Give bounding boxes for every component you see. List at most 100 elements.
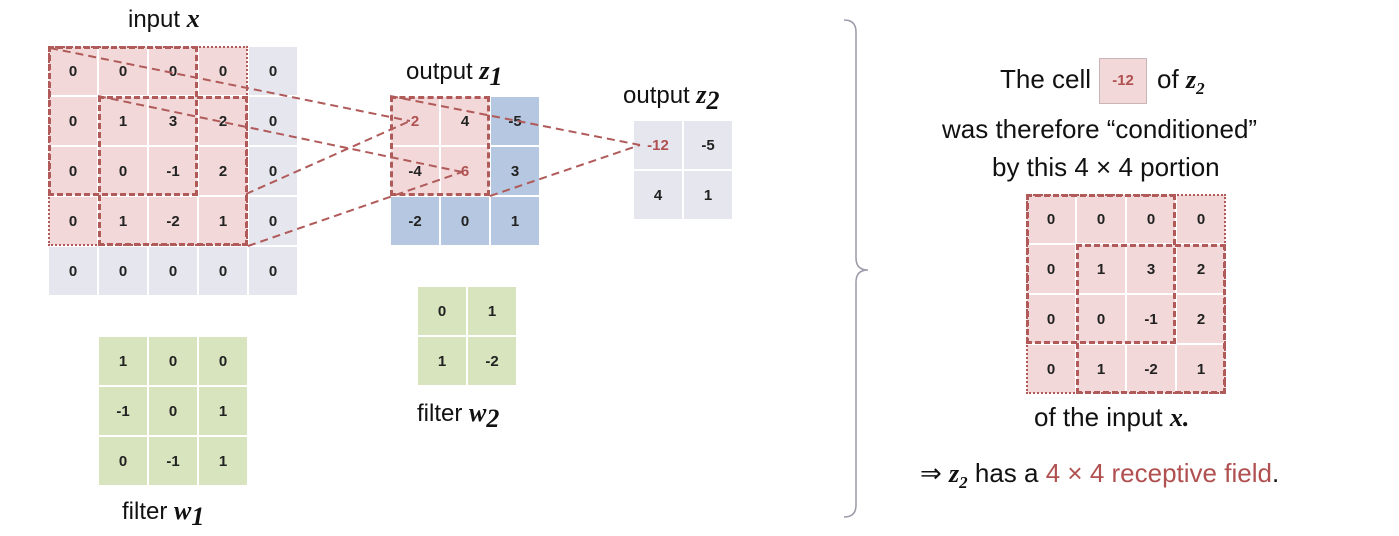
input-cell: 0 — [148, 246, 198, 296]
conclusion-accent: 4 × 4 receptive field — [1045, 458, 1272, 488]
filter2-cell: 1 — [467, 286, 517, 336]
explanation-line3-text: by this 4 × 4 portion — [992, 152, 1220, 182]
connector-line — [247, 171, 463, 247]
portion-cell: 0 — [1126, 194, 1176, 244]
connector-line — [389, 95, 641, 146]
input-cell: 0 — [198, 246, 248, 296]
output1-label-sub: 1 — [489, 61, 503, 91]
conclusion: ⇒ z2 has a 4 × 4 receptive field. — [920, 458, 1279, 493]
portion-cell: 3 — [1126, 244, 1176, 294]
output2-cell: -5 — [683, 120, 733, 170]
input-cell: 0 — [248, 146, 298, 196]
portion-cell: 2 — [1176, 244, 1226, 294]
filter1-cell: 0 — [148, 336, 198, 386]
output1-cell: -5 — [490, 96, 540, 146]
filter1-cell: 0 — [198, 336, 248, 386]
connector-line — [245, 120, 411, 195]
output2-label-sub: 2 — [706, 85, 720, 115]
conclusion-sub: 2 — [959, 473, 968, 493]
portion-cell: 0 — [1176, 194, 1226, 244]
filter1-cell: -1 — [148, 436, 198, 486]
output2-label-word: output — [623, 82, 690, 109]
filter1-label-var: w — [174, 496, 192, 525]
input-cell: 0 — [248, 246, 298, 296]
input-label-word: input — [128, 6, 181, 33]
portion-cell: 1 — [1076, 344, 1126, 394]
filter1-cell: 0 — [148, 386, 198, 436]
output1-cell: 1 — [490, 196, 540, 246]
conclusion-var: z — [949, 459, 960, 488]
portion-cell: -1 — [1126, 294, 1176, 344]
output1-label-var: z — [479, 56, 490, 85]
input-cell: 0 — [48, 46, 98, 96]
portion-cell: 0 — [1076, 294, 1126, 344]
filter1-label: filter w1 — [122, 496, 204, 532]
output2-cell: -12 — [633, 120, 683, 170]
input-cell: 0 — [98, 246, 148, 296]
filter1-label-word: filter — [122, 498, 168, 525]
input-cell: 0 — [48, 96, 98, 146]
filter2-label-word: filter — [417, 400, 463, 427]
output2-cell: 4 — [633, 170, 683, 220]
explanation-line4: of the input x. — [1034, 402, 1189, 433]
filter2-label-sub: 2 — [486, 403, 500, 433]
input-cell: 2 — [198, 96, 248, 146]
filter1-cell: 0 — [98, 436, 148, 486]
input-cell: 0 — [248, 96, 298, 146]
filter1-cell: 1 — [98, 336, 148, 386]
portion-cell: 0 — [1026, 294, 1076, 344]
portion-cell: -2 — [1126, 344, 1176, 394]
portion-cell: 2 — [1176, 294, 1226, 344]
explanation-line1: The cell-12 of z2 — [1000, 58, 1205, 104]
input-cell: 0 — [248, 46, 298, 96]
filter1-cell: 1 — [198, 386, 248, 436]
connector-line — [489, 144, 641, 197]
conclusion-end: . — [1271, 458, 1280, 488]
portion-cell: 0 — [1026, 244, 1076, 294]
brace — [843, 19, 869, 518]
portion-cell: 1 — [1176, 344, 1226, 394]
explanation-line1-var: z — [1185, 64, 1197, 94]
explanation-line1-post: of — [1157, 63, 1179, 94]
portion-cell: 1 — [1076, 244, 1126, 294]
filter1-cell: 1 — [198, 436, 248, 486]
input-label-var: x — [186, 4, 200, 33]
input-cell: -2 — [148, 196, 198, 246]
explanation-cell-icon: -12 — [1099, 58, 1148, 104]
input-cell: 1 — [98, 196, 148, 246]
output1-cell: -2 — [390, 196, 440, 246]
explanation-line1-pre: The cell — [1000, 63, 1092, 94]
output1-label: output z1 — [406, 56, 503, 92]
input-cell: 0 — [48, 196, 98, 246]
portion-cell: 0 — [1076, 194, 1126, 244]
output2-label: output z2 — [623, 80, 720, 116]
explanation-line2: was therefore “conditioned” — [942, 114, 1257, 145]
filter2-cell: 0 — [417, 286, 467, 336]
input-label: input x — [128, 4, 200, 34]
explanation-line3: by this 4 × 4 portion — [992, 152, 1220, 183]
filter1-label-sub: 1 — [191, 501, 205, 531]
implies-arrow-icon: ⇒ — [920, 458, 942, 488]
output1-label-word: output — [406, 58, 473, 85]
connector-line — [97, 95, 463, 173]
filter1-cell: -1 — [98, 386, 148, 436]
output2-cell: 1 — [683, 170, 733, 220]
explanation-line1-sub: 2 — [1196, 79, 1205, 99]
conclusion-mid: has a — [974, 458, 1039, 488]
connector-line — [49, 47, 411, 122]
explanation-line4-var: x. — [1169, 403, 1190, 432]
portion-cell: 0 — [1026, 194, 1076, 244]
output2-label-var: z — [696, 80, 707, 109]
filter2-label-var: w — [469, 398, 487, 427]
filter2-cell: 1 — [417, 336, 467, 386]
explanation-line4-pre: of the input — [1034, 402, 1163, 432]
output1-cell: 0 — [440, 196, 490, 246]
explanation-line2-text: was therefore “conditioned” — [942, 114, 1258, 144]
